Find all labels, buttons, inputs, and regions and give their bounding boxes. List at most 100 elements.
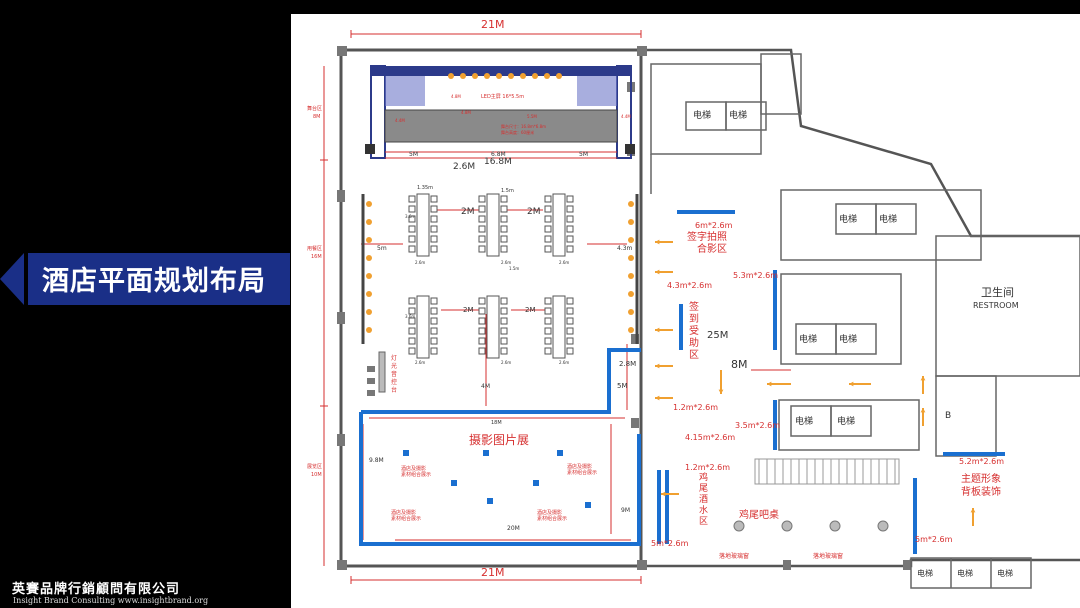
photo-right-label: 9M — [621, 507, 630, 514]
table-gap-label: 2M — [527, 207, 541, 217]
restroom-label: 卫生间 — [981, 285, 1014, 299]
flow-arrow — [970, 508, 976, 526]
exhibit-label: 酒店及摄影 — [391, 509, 416, 516]
signing-zone-label: 合影区 — [697, 242, 727, 255]
column — [783, 560, 791, 570]
exhibit-label: 素材组合展示 — [401, 471, 431, 478]
column — [903, 560, 911, 570]
east-outer-wall — [641, 48, 1080, 238]
banner-background — [28, 253, 290, 305]
elevator-lobby-south — [778, 399, 920, 451]
company-name-en: Insight Brand Consulting www.insightbran… — [13, 596, 209, 605]
table-dim: 2.6m — [501, 260, 511, 265]
seat-zone-height: 16M — [311, 254, 322, 260]
stage-note-led: LED主屏 16*5.5m — [481, 93, 524, 100]
cocktail-label: 鸡尾吧桌 — [739, 508, 779, 521]
flow-arrow — [655, 363, 673, 369]
flow-arrow — [655, 269, 673, 275]
title-banner: 酒店平面规划布局 — [0, 253, 290, 305]
flow-arrow — [920, 376, 926, 394]
table-dim: 2.6m — [415, 260, 425, 265]
theme-wall-label: 主题形象 — [961, 473, 1001, 485]
stair-core-mid — [780, 273, 902, 365]
banquet-table — [544, 295, 574, 359]
column — [337, 190, 345, 202]
restroom-label-en: RESTROOM — [973, 301, 1019, 310]
table-dim: 1.5m — [501, 188, 514, 194]
stage-dim: 5.5M — [527, 114, 537, 119]
floor-plan: LED主屏 16*5.5m 舞台尺寸：16.8m*6.8m 舞台高度：60厘米 … — [291, 14, 1080, 608]
banquet-table — [478, 193, 508, 257]
table-gap-label: 2M — [461, 207, 475, 217]
elevator-room — [875, 203, 917, 235]
theme-wall-label: 背板装饰 — [961, 485, 1001, 498]
aisle-label: 4M — [481, 383, 490, 390]
side-light — [366, 255, 372, 261]
elevator-label: 电梯 — [957, 568, 973, 578]
banquet-tables — [408, 193, 574, 359]
exhibit-markers — [403, 450, 591, 508]
photo-exhibit-border — [359, 412, 641, 546]
stage-lights — [448, 73, 562, 79]
zone-size-label: 5m*2.6m — [915, 535, 953, 544]
side-light — [366, 291, 372, 297]
side-lighting — [361, 194, 639, 344]
signing-size-label: 6m*2.6m — [695, 221, 733, 230]
window-label: 落地玻璃窗 — [719, 552, 749, 560]
column — [637, 46, 647, 56]
side-light — [628, 219, 634, 225]
corridor-label: 2.8M — [619, 360, 636, 368]
window-label: 落地玻璃窗 — [813, 552, 843, 560]
exhibit-label: 素材组合展示 — [391, 515, 421, 522]
photo-bottom-label: 20M — [507, 525, 520, 532]
south-elevator-bank — [910, 557, 1032, 589]
stage-dim: 4.4M — [395, 118, 405, 123]
service-rooms — [650, 53, 1080, 589]
side-light — [628, 273, 634, 279]
flow-arrow — [718, 370, 724, 394]
flow-arrow — [849, 381, 871, 387]
plan-labels: 21M 21M 16.8M 6.8M 5M 5M 2.6M 舞台区 8M 用餐区… — [307, 18, 1019, 579]
flow-arrow — [655, 395, 673, 401]
cocktail-tables — [733, 520, 889, 532]
north-stair-core — [650, 63, 762, 155]
table-gap-label: 2M — [525, 306, 536, 314]
banquet-table — [408, 193, 438, 257]
zone-size-label: 1.2m*2.6m — [673, 403, 718, 412]
column — [631, 418, 639, 428]
room-b-label: B — [945, 411, 951, 421]
top-width-label: 21M — [481, 18, 505, 31]
exhibit-zone-label: 展览区 — [307, 463, 322, 470]
stage-platform — [384, 109, 618, 143]
stage-note-height: 舞台高度：60厘米 — [501, 129, 534, 135]
elevator-room — [835, 323, 877, 355]
elevator-label: 电梯 — [795, 415, 813, 427]
banquet-table — [408, 295, 438, 359]
exhibit-zone-height: 10M — [311, 472, 322, 478]
table-dim: 2.6m — [559, 260, 569, 265]
stage-right-label: 5M — [579, 151, 588, 158]
exhibit-label: 素材组合展示 — [537, 515, 567, 522]
exhibit-label: 酒店及摄影 — [567, 463, 592, 470]
cocktail-side-label: 鸡尾酒水区 — [699, 471, 708, 527]
stage-note-size: 舞台尺寸：16.8m*6.8m — [501, 123, 546, 129]
column — [337, 434, 345, 446]
corridor-width-label: 8M — [731, 358, 748, 371]
lighting-truss — [371, 66, 631, 76]
side-light — [366, 327, 372, 333]
bottom-width-label: 21M — [481, 566, 505, 579]
side-light — [366, 273, 372, 279]
stage-left-label: 5M — [409, 151, 418, 158]
exhibit-label: 酒店及摄影 — [537, 509, 562, 516]
elevator-label: 电梯 — [693, 109, 711, 121]
flow-arrow — [655, 239, 673, 245]
zone-size-label: 3.5m*2.6m — [735, 421, 780, 430]
truss-panel-right — [577, 76, 617, 106]
stage-zone-height: 8M — [313, 114, 321, 120]
seat-zone-label: 用餐区 — [307, 245, 322, 252]
column — [337, 46, 347, 56]
elevator-label: 电梯 — [839, 213, 857, 225]
side-light — [628, 201, 634, 207]
zone-size-label: 5.3m*2.6m — [733, 271, 778, 280]
